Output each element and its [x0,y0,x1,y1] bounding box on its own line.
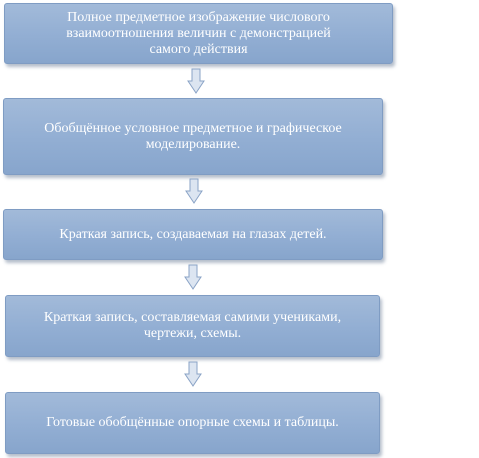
step-label-3: Краткая запись, создаваемая на глазах де… [59,226,327,242]
step-box-5: Готовые обобщённые опорные схемы и табли… [5,392,380,454]
step-box-3: Краткая запись, создаваемая на глазах де… [3,209,383,260]
down-arrow-icon-3 [184,264,202,290]
step-label-1: Полное предметное изображение числового … [66,9,331,57]
step-label-4: Краткая запись, составляемая самими учен… [43,310,342,341]
down-arrow-icon-1 [187,68,205,94]
step-box-1: Полное предметное изображение числового … [4,3,393,64]
step-box-2: Обобщённое условное предметное и графиче… [3,98,383,175]
step-label-5: Готовые обобщённые опорные схемы и табли… [46,415,339,430]
down-arrow-icon-2 [185,178,203,204]
step-box-4: Краткая запись, составляемая самими учен… [5,295,380,357]
step-label-2: Обобщённое условное предметное и графиче… [44,120,342,152]
down-arrow-icon-4 [184,361,202,387]
